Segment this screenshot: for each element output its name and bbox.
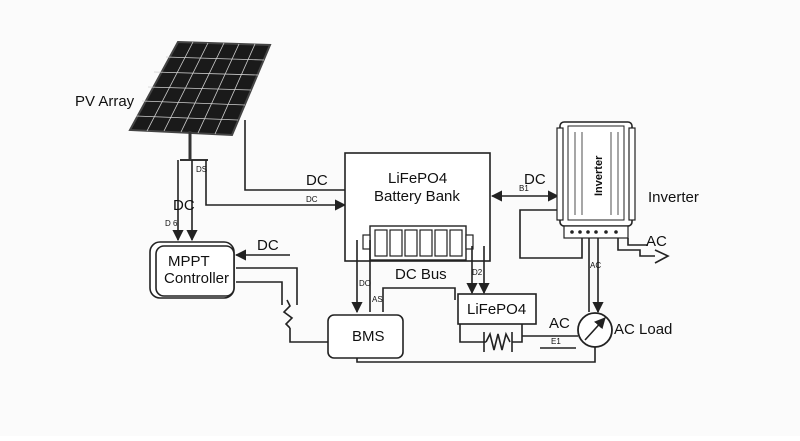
mppt-dc-wires: DC — [234, 237, 328, 343]
mppt-in-tag: D 6 — [165, 219, 178, 228]
mppt-in-label: DC — [173, 197, 195, 214]
return-wire — [356, 347, 596, 363]
mppt-dc-input-label: DC — [257, 237, 279, 254]
dc-bus: DC Bus DO D2 AS — [351, 240, 490, 314]
solar-panel-grid — [135, 41, 265, 135]
inverter-ac-label: AC — [646, 233, 667, 250]
mppt-label-line2: Controller — [164, 270, 229, 287]
inverter-ac-tag: AC — [590, 261, 601, 270]
inverter-label: Inverter — [648, 189, 699, 206]
battery-bus-tag: DO — [359, 279, 371, 288]
mppt-controller: MPPT Controller — [149, 241, 235, 299]
mppt-label-line1: MPPT — [168, 253, 210, 270]
ac-load-ac-label: AC — [549, 315, 570, 332]
inverter-dc-label: DC — [524, 171, 546, 188]
dc-bus-tag: D2 — [472, 268, 483, 277]
battery-label-line1: LiFePO4 — [388, 170, 447, 187]
pv-wire-tag: DS — [196, 165, 207, 174]
battery-in-tag: DC — [306, 195, 318, 204]
inverter-ac-output: AC — [617, 233, 670, 264]
inverter-dc-tag: B1 — [519, 184, 529, 193]
ac-load: AC Load AC — [549, 312, 672, 348]
battery-in-label: DC — [306, 172, 328, 189]
inverter-to-load: AC — [588, 238, 604, 314]
pv-array-label: PV Array — [75, 93, 135, 110]
inverter: Inverter Inverter — [556, 121, 699, 239]
bms: BMS — [327, 314, 404, 359]
bms-tag: AS — [372, 295, 383, 304]
ac-load-label: AC Load — [614, 321, 672, 338]
inverter-body-text: Inverter — [593, 155, 605, 196]
pv-wires: DS DC D 6 DC DC — [165, 120, 347, 242]
battery-label-line2: Battery Bank — [374, 188, 460, 205]
pv-array: PV Array — [75, 40, 272, 161]
lifepo4-label: LiFePO4 — [467, 301, 526, 318]
battery-bank: LiFePO4 Battery Bank — [344, 152, 491, 262]
ac-load-tag: E1 — [551, 337, 561, 346]
lifepo4-module: LiFePO4 E1 — [457, 293, 578, 352]
dc-bus-label: DC Bus — [395, 266, 447, 283]
battery-inverter-dc: DC B1 — [490, 171, 583, 259]
bms-label: BMS — [352, 328, 385, 345]
